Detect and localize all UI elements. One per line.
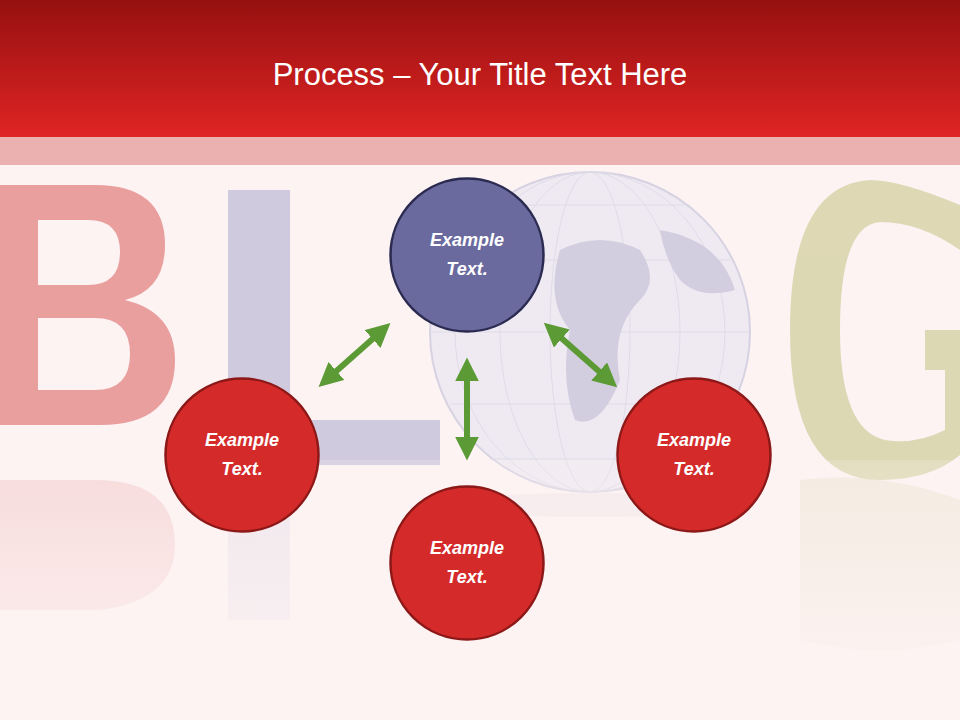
node-text: Example Text.	[194, 426, 290, 484]
process-circle: Example Text.	[164, 377, 320, 533]
header-strip	[0, 137, 960, 165]
circle-outline	[389, 485, 545, 641]
double-arrow	[551, 329, 610, 381]
node-text: Example Text.	[419, 226, 515, 284]
circle-shape	[166, 379, 319, 532]
circle-shape	[618, 379, 771, 532]
double-arrow	[326, 329, 384, 380]
header-band	[0, 0, 960, 137]
circle-outline	[389, 177, 545, 333]
circle-outline	[616, 377, 772, 533]
node-text: Example Text.	[419, 534, 515, 592]
double-arrow	[464, 367, 470, 451]
slide-title: Process – Your Title Text Here	[0, 52, 960, 98]
reflection-fade	[0, 460, 960, 720]
circle-shape	[391, 487, 544, 640]
process-circle: Example Text.	[389, 177, 545, 333]
circle-shape	[391, 179, 544, 332]
process-circle: Example Text.	[389, 485, 545, 641]
circle-outline	[164, 377, 320, 533]
node-text: Example Text.	[646, 426, 742, 484]
process-circle: Example Text.	[616, 377, 772, 533]
